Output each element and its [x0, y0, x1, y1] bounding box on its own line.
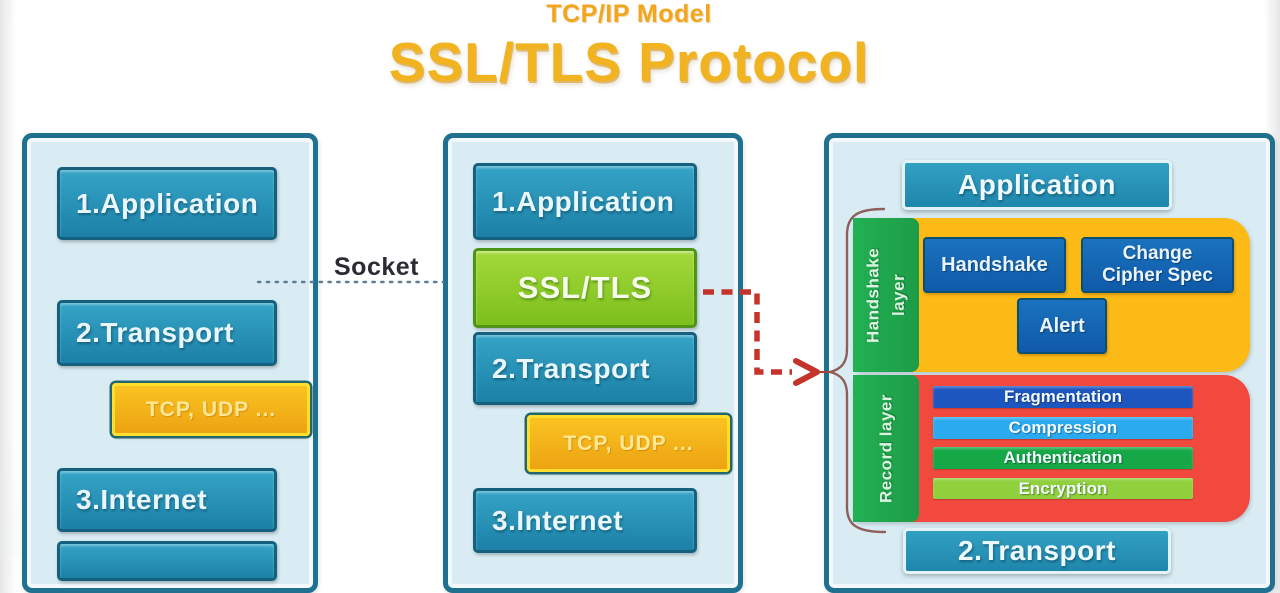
tcpip-model-subtitle: TCP/IP Model — [546, 0, 712, 28]
left-link-layer-partial — [57, 541, 277, 581]
handshake-layer-strip: Handshake layer — [853, 218, 919, 372]
handshake-layer-label: Handshake layer — [863, 247, 909, 343]
record-layer-label: Record layer — [876, 394, 896, 503]
alert-protocol-box: Alert — [1017, 298, 1107, 354]
arrowhead-icon — [793, 358, 820, 386]
change-cipher-spec-box: Change Cipher Spec — [1081, 237, 1234, 293]
encryption-bar: Encryption — [933, 478, 1193, 499]
right-application-layer: Application — [902, 160, 1172, 210]
left-application-layer: 1.Application — [57, 167, 277, 240]
socket-label: Socket — [334, 253, 419, 281]
handshake-protocol-box: Handshake — [923, 237, 1066, 293]
middle-application-layer: 1.Application — [473, 163, 697, 240]
middle-transport-layer: 2.Transport — [473, 332, 697, 405]
left-tcp-udp-note: TCP, UDP ... — [112, 383, 310, 436]
compression-bar: Compression — [933, 417, 1193, 439]
right-transport-layer-partial: 2.Transport — [903, 528, 1171, 574]
middle-internet-layer: 3.Internet — [473, 488, 697, 553]
fragmentation-bar: Fragmentation — [933, 386, 1193, 408]
page-title: SSL/TLS Protocol — [388, 31, 870, 93]
record-layer-strip: Record layer — [853, 375, 919, 522]
diagram-title-block: TCP/IP Model SSL/TLS Protocol — [0, 0, 1258, 94]
left-internet-layer: 3.Internet — [57, 468, 277, 532]
middle-tcp-udp-note: TCP, UDP ... — [527, 415, 730, 472]
middle-ssl-tls-layer: SSL/TLS — [473, 248, 697, 328]
left-transport-layer: 2.Transport — [57, 300, 277, 366]
authentication-bar: Authentication — [933, 447, 1193, 469]
